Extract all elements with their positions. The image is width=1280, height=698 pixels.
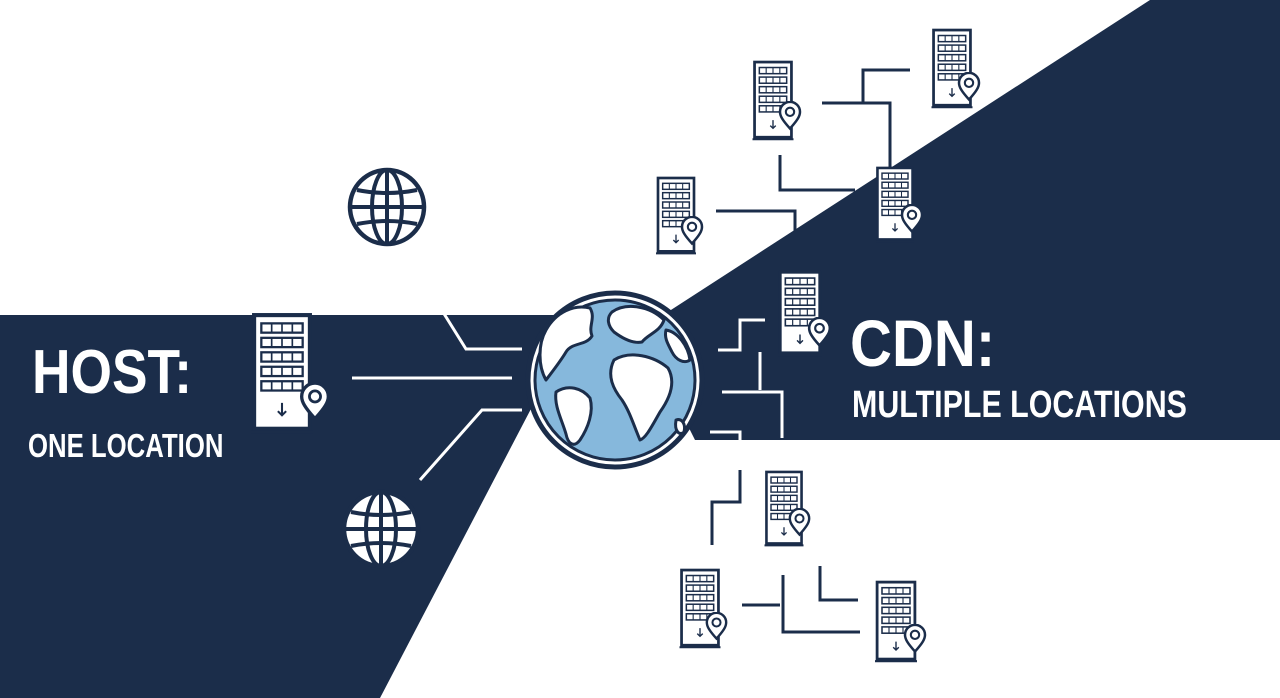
cdn-connector-lines (710, 68, 910, 634)
host-subtitle: ONE LOCATION (28, 427, 224, 464)
server-rack-icon (873, 580, 927, 663)
globe-icon (350, 170, 424, 244)
cdn-connector-lines-on-navy (710, 318, 784, 458)
cdn-title: CDN: (850, 306, 996, 380)
cdn-subtitle: MULTIPLE LOCATIONS (852, 384, 1187, 426)
server-rack-icon (929, 28, 981, 110)
host-title: HOST: (32, 338, 192, 407)
server-rack-icon (677, 568, 728, 649)
server-rack-icon (251, 315, 313, 432)
earth-globe-icon (525, 290, 705, 470)
server-rack-icon (654, 176, 704, 256)
server-rack-icon (750, 60, 802, 142)
host-connector-lines (352, 271, 522, 481)
globe-icon (344, 492, 418, 566)
server-rack-icon (762, 470, 811, 548)
background-band-left (0, 315, 580, 698)
